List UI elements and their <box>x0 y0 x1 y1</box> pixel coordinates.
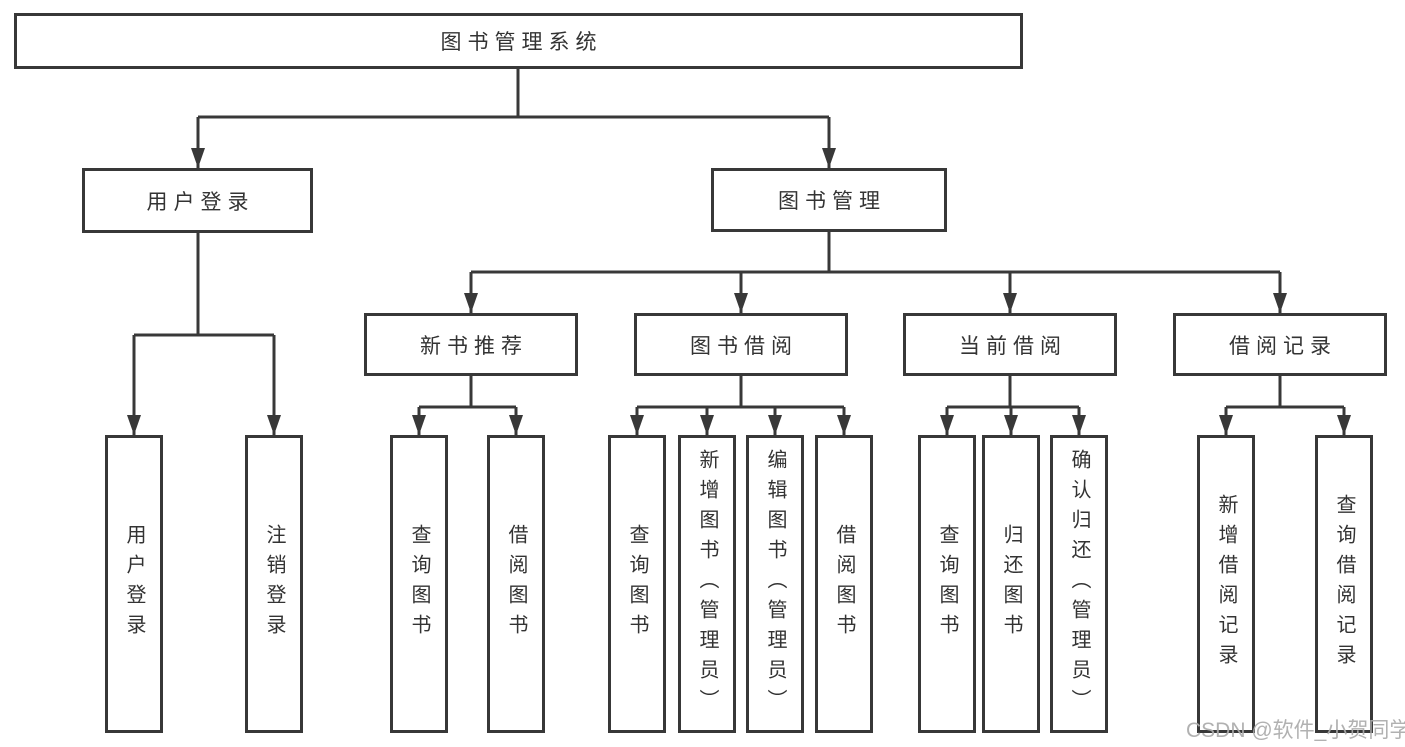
leaf-label: 确认归还（管理员） <box>1068 449 1090 719</box>
node-new-book-recommend: 新书推荐 <box>364 313 578 376</box>
leaf-label: 归还图书 <box>1000 524 1022 644</box>
leaf-label: 新增借阅记录 <box>1215 494 1237 674</box>
node-label: 新书推荐 <box>420 334 528 358</box>
leaf-label: 编辑图书（管理员） <box>764 449 786 719</box>
node-borrow-records: 借阅记录 <box>1173 313 1387 376</box>
leaf-borrow-query-books: 查询图书 <box>608 435 666 733</box>
leaf-current-return-books: 归还图书 <box>982 435 1040 733</box>
node-label: 图书管理系统 <box>440 31 603 54</box>
leaf-label: 借阅图书 <box>505 524 527 644</box>
leaf-label: 用户登录 <box>123 524 145 644</box>
node-label: 借阅记录 <box>1229 334 1337 358</box>
leaf-label: 查询图书 <box>408 524 430 644</box>
node-label: 图书管理 <box>778 190 886 213</box>
leaf-label: 查询图书 <box>936 524 958 644</box>
node-current-borrow: 当前借阅 <box>903 313 1117 376</box>
leaf-label: 查询借阅记录 <box>1333 494 1355 674</box>
leaf-recommend-query-books: 查询图书 <box>390 435 448 733</box>
csdn-watermark: CSDN @软件_小贺同学 <box>1186 719 1405 742</box>
leaf-records-add: 新增借阅记录 <box>1197 435 1255 733</box>
leaf-user-login: 用户登录 <box>105 435 163 733</box>
leaf-logout: 注销登录 <box>245 435 303 733</box>
leaf-records-query: 查询借阅记录 <box>1315 435 1373 733</box>
node-label: 用户登录 <box>146 190 255 214</box>
node-root-system: 图书管理系统 <box>14 13 1023 69</box>
leaf-borrow-borrow-books: 借阅图书 <box>815 435 873 733</box>
leaf-current-confirm-return: 确认归还（管理员） <box>1050 435 1108 733</box>
leaf-current-query-books: 查询图书 <box>918 435 976 733</box>
node-user-login: 用户登录 <box>82 168 313 233</box>
node-book-management: 图书管理 <box>711 168 947 232</box>
leaf-label: 新增图书（管理员） <box>696 449 718 719</box>
leaf-borrow-edit-books: 编辑图书（管理员） <box>746 435 804 733</box>
node-label: 当前借阅 <box>959 334 1067 358</box>
leaf-label: 查询图书 <box>626 524 648 644</box>
leaf-recommend-borrow-books: 借阅图书 <box>487 435 545 733</box>
node-book-borrow: 图书借阅 <box>634 313 848 376</box>
leaf-label: 注销登录 <box>263 524 285 644</box>
node-label: 图书借阅 <box>690 334 798 358</box>
leaf-label: 借阅图书 <box>833 524 855 644</box>
leaf-borrow-add-books: 新增图书（管理员） <box>678 435 736 733</box>
